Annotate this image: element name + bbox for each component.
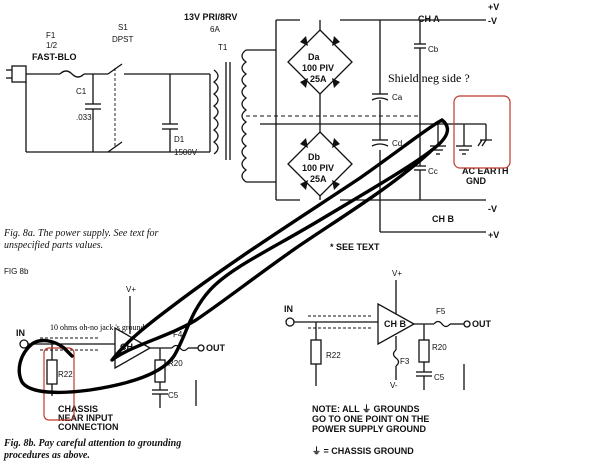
ac-earth-line1: AC EARTH (462, 166, 509, 176)
fig8a-caption-line2: unspecified parts values. (4, 240, 103, 251)
fig8b-caption-line1: Fig. 8b. Pay careful attention to ground… (3, 438, 181, 449)
filter-caps: Ca Cb Cd Cc (371, 20, 439, 200)
annotation-shield-note: Shield neg side ? (388, 71, 470, 85)
fuse-f1-ref: F1 (46, 31, 56, 40)
ground-note-line4: ⏚ = CHASSIS GROUND (312, 446, 414, 456)
annotation-resistor-note: 10 ohms oh-no jack 's ground (50, 323, 145, 332)
ground-note: NOTE: ALL ⏚ GROUNDS GO TO ONE POINT ON T… (312, 404, 429, 456)
amp-left-chassis1: CHASSIS (58, 404, 98, 414)
amp-left-ch: CH (120, 342, 133, 352)
diode-d1-value: 1500V (174, 148, 198, 157)
bridge-db: Db 100 PIV 25A (287, 124, 353, 200)
diode-d1-ref: D1 (174, 135, 185, 144)
transformer-rating: 13V PRI/8RV (184, 12, 237, 22)
transformer-t1: 13V PRI/8RV 6A T1 (184, 12, 248, 183)
amp-left-chassis2: NEAR INPUT (58, 413, 114, 423)
amp-left-vplus: V+ (126, 285, 136, 294)
ground-note-line3: POWER SUPPLY GROUND (312, 424, 427, 434)
rail-ch-a: CH A (418, 14, 440, 24)
rail-labels: CH A +V -V CH B -V +V AC EARTH GND * SEE… (330, 2, 509, 252)
ac-plug (6, 65, 60, 83)
rail-plus-v-bottom: +V (488, 230, 499, 240)
cap-cc: Cc (428, 167, 438, 176)
bridge-da-ref: Da (308, 52, 320, 62)
hand-drawn-ground-loop (17, 118, 450, 395)
ground-note-line2: GO TO ONE POINT ON THE (312, 414, 429, 424)
amp-right: IN R22 CH B V+ F3 V- F5 OUT R20 C5 (284, 269, 492, 390)
ac-earth-line2: GND (466, 176, 487, 186)
bridge-da-piv: 100 PIV (302, 63, 334, 73)
amp-right-vplus: V+ (392, 269, 402, 278)
switch-s1-ref: S1 (118, 23, 128, 32)
switch-s1: S1 DPST (25, 23, 210, 153)
amp-left-fuse: F4 (173, 330, 183, 339)
fig8b-caption-line2: procedures as above. (3, 450, 90, 461)
bridge-db-amps: 25A (310, 174, 327, 184)
amp-left-in: IN (16, 328, 25, 338)
amp-right-vminus: V- (390, 381, 398, 390)
cap-cd: Cd (392, 139, 402, 148)
rail-minus-v-bottom: -V (488, 204, 497, 214)
see-text-note: * SEE TEXT (330, 242, 380, 252)
amp-right-in: IN (284, 304, 293, 314)
amp-right-ch: CH B (384, 319, 406, 329)
cap-ca: Ca (392, 93, 403, 102)
amp-left: IN R22 CH F4 OUT V+ R20 C5 CHASSIS NEAR … (16, 285, 226, 432)
bridge-db-ref: Db (308, 152, 320, 162)
rail-plus-v-top: +V (488, 2, 499, 12)
transformer-current: 6A (210, 25, 220, 34)
rail-minus-v-top: -V (488, 16, 497, 26)
bridge-da: Da 100 PIV 25A (287, 20, 353, 124)
bridge-db-piv: 100 PIV (302, 163, 334, 173)
rail-ch-b: CH B (432, 214, 454, 224)
amp-right-r22: R22 (326, 351, 341, 360)
bridge-da-amps: 25A (310, 74, 327, 84)
amp-left-r20: R20 (168, 359, 183, 368)
annotation-box-earth (453, 95, 511, 169)
secondary-wiring (246, 19, 486, 233)
amp-left-r22: R22 (58, 370, 73, 379)
fig8b-label: FIG 8b (4, 267, 29, 276)
capacitor-c1-value: .033 (76, 113, 92, 122)
fuse-f1: F1 1/2 FAST-BLO (32, 31, 85, 78)
amp-right-f5: F5 (436, 307, 446, 316)
amp-right-out: OUT (472, 319, 492, 329)
amp-right-c5: C5 (434, 373, 445, 382)
amp-left-chassis3: CONNECTION (58, 422, 119, 432)
amp-left-c5: C5 (168, 391, 179, 400)
amp-left-out: OUT (206, 343, 226, 353)
amp-right-r20: R20 (432, 343, 447, 352)
ground-note-line1: NOTE: ALL ⏚ GROUNDS (312, 404, 420, 414)
fuse-f1-type: FAST-BLO (32, 52, 77, 62)
fuse-f1-rating: 1/2 (46, 41, 58, 50)
diode-d1: D1 1500V (162, 74, 198, 157)
psu-ground-symbol (430, 124, 492, 155)
cap-cb: Cb (428, 45, 439, 54)
capacitor-c1: C1 .033 (76, 74, 101, 152)
transformer-ref: T1 (218, 43, 228, 52)
fig8a-caption-line1: Fig. 8a. The power supply. See text for (3, 228, 159, 239)
switch-s1-type: DPST (112, 35, 133, 44)
amp-right-f3: F3 (400, 357, 410, 366)
annotation-box-r22 (43, 347, 75, 421)
capacitor-c1-ref: C1 (76, 87, 87, 96)
